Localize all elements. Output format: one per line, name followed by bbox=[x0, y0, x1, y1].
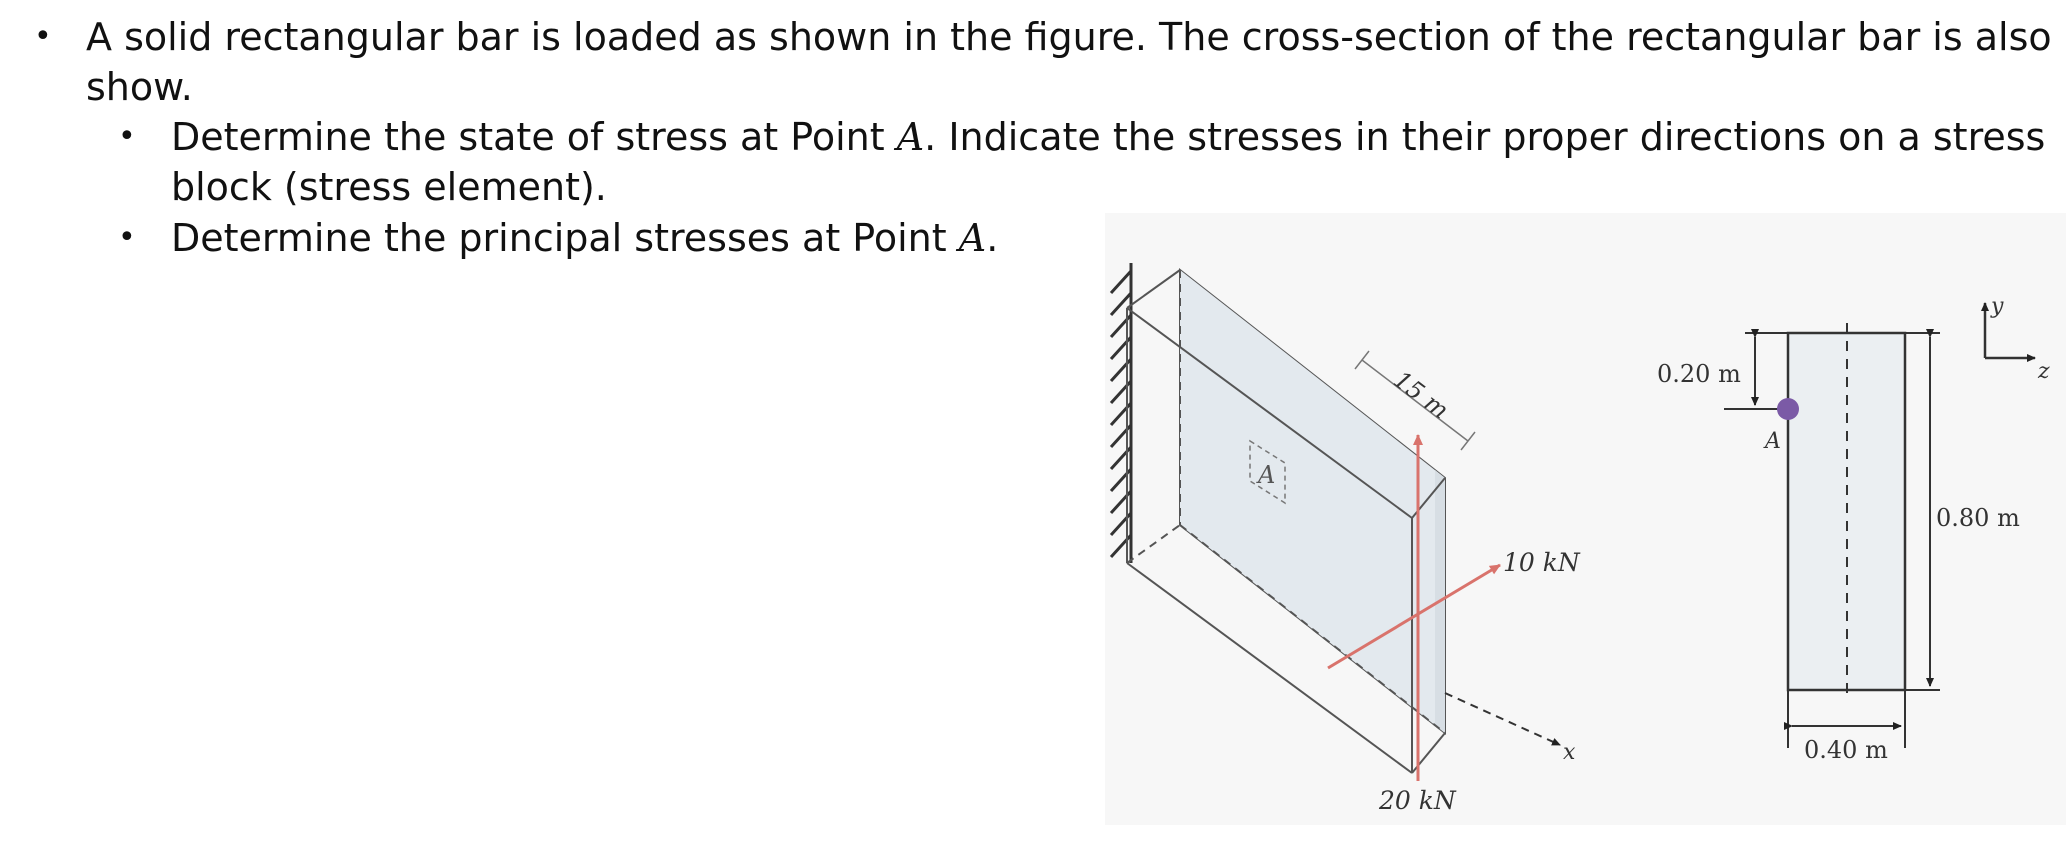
z-axis-label: z bbox=[2037, 359, 2050, 384]
figure-svg: A 15 m x 10 kN 20 kN bbox=[1105, 213, 2066, 825]
dim-top-label: 0.20 m bbox=[1657, 360, 1741, 388]
task-1-line-1: Determine the state of stress at Point A… bbox=[171, 114, 2045, 160]
y-axis-label: y bbox=[1990, 294, 2004, 319]
task-2-line: Determine the principal stresses at Poin… bbox=[171, 215, 998, 261]
length-dimension bbox=[1354, 350, 1476, 451]
task-1-line-2: block (stress element). bbox=[171, 165, 607, 209]
point-a-marker: A bbox=[1249, 439, 1286, 505]
load-10kn-arrow bbox=[1327, 563, 1501, 670]
x-axis-label: x bbox=[1563, 740, 1576, 765]
dim-height-label: 0.80 m bbox=[1936, 504, 2020, 532]
bullet-marker-3: • bbox=[118, 220, 136, 255]
loaded-bar-figure: A 15 m x 10 kN 20 kN bbox=[1105, 213, 2066, 825]
x-axis-dashed bbox=[1444, 692, 1561, 746]
task-1-point: A bbox=[896, 115, 925, 159]
problem-statement-line-2: show. bbox=[86, 65, 193, 109]
dim-width-label: 0.40 m bbox=[1804, 736, 1888, 764]
task-1-pre: Determine the state of stress at Point bbox=[171, 115, 897, 159]
point-a-label-bar: A bbox=[1256, 461, 1275, 489]
load-10kn-label: 10 kN bbox=[1503, 548, 1581, 577]
task-2-pre: Determine the principal stresses at Poin… bbox=[171, 216, 959, 260]
task-2-point: A bbox=[958, 216, 987, 260]
cross-section bbox=[1724, 323, 1940, 748]
task-2-post: . bbox=[986, 216, 999, 260]
rectangular-bar bbox=[1126, 267, 1446, 774]
problem-statement-line-1: A solid rectangular bar is loaded as sho… bbox=[86, 15, 2052, 59]
task-1-post: . Indicate the stresses in their proper … bbox=[924, 115, 2046, 159]
bullet-marker-1: • bbox=[34, 19, 52, 54]
bullet-marker-2: • bbox=[118, 119, 136, 154]
point-a-label-section: A bbox=[1763, 429, 1781, 454]
yz-axes bbox=[1981, 302, 2036, 362]
load-20kn-label: 20 kN bbox=[1378, 786, 1457, 815]
